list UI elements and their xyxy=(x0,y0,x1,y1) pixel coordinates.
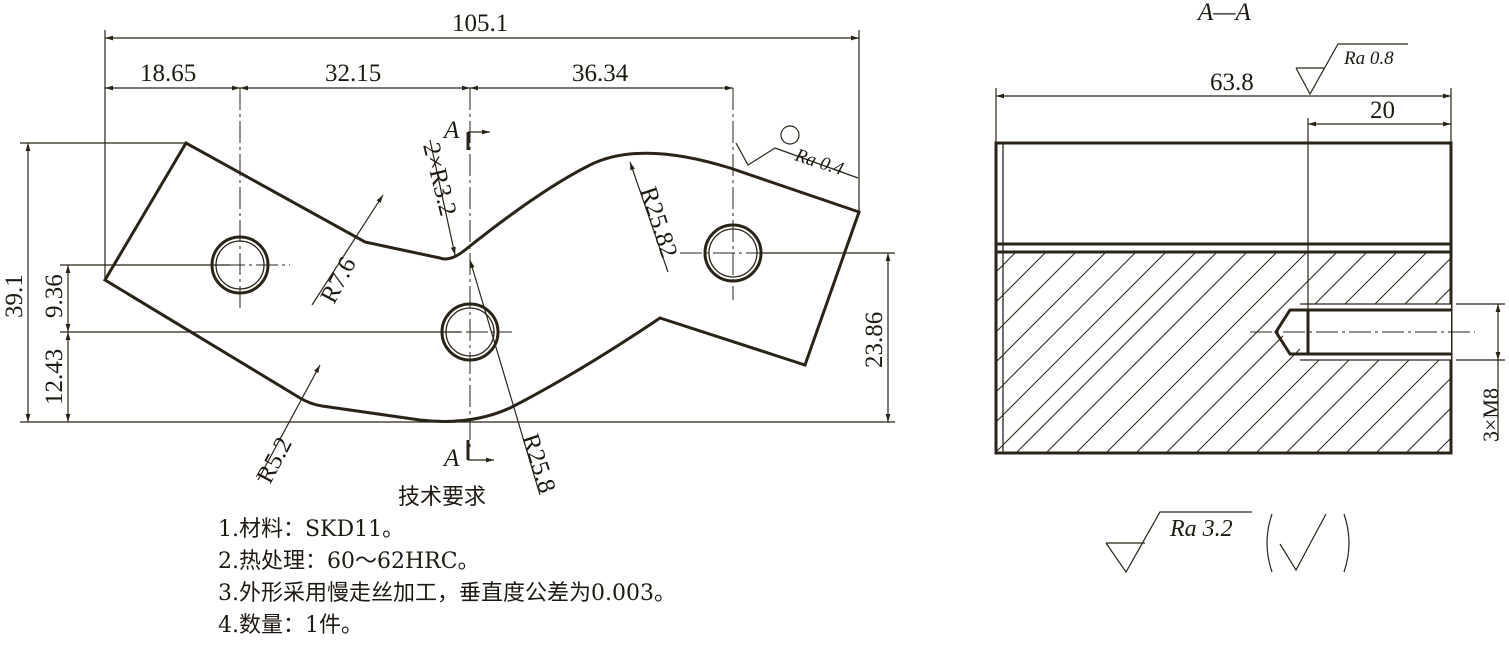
extension-lines xyxy=(20,30,895,423)
dim-seg1: 18.65 xyxy=(140,60,196,87)
threaded-hole xyxy=(1250,303,1475,361)
center-lines xyxy=(190,88,785,450)
section-cut-marks xyxy=(466,129,494,463)
section-title: A—A xyxy=(1196,0,1252,26)
dim-right-height: 23.86 xyxy=(861,312,888,368)
dim-r-corner-top: R7.6 xyxy=(315,253,361,308)
dim-overall-height: 39.1 xyxy=(1,274,28,318)
tech-requirement-item: 1.材料：SKD11。 xyxy=(218,516,405,542)
section-view: A—A xyxy=(994,0,1505,455)
general-surface-finish: Ra 3.2 xyxy=(1105,511,1350,574)
surface-finish-ra04-label: Ra 0.4 xyxy=(792,144,847,180)
section-outline xyxy=(994,141,1453,455)
section-mark-top: A xyxy=(442,117,460,144)
tech-requirement-item: 2.热处理：60～62HRC。 xyxy=(218,548,480,574)
tech-requirements: 技术要求 1.材料：SKD11。 2.热处理：60～62HRC。 3.外形采用慢… xyxy=(218,482,676,641)
dim-seg3: 36.34 xyxy=(572,60,629,87)
dim-h-upper: 9.36 xyxy=(41,274,68,318)
dim-thread: 3×M8 xyxy=(1478,388,1503,442)
surface-finish-symbol-ra08: Ra 0.8 xyxy=(1295,43,1408,96)
tech-requirement-item: 3.外形采用慢走丝加工，垂直度公差为0.003。 xyxy=(218,580,676,606)
dim-seg2: 32.15 xyxy=(325,60,381,87)
dim-depth: 20 xyxy=(1370,97,1395,124)
dim-width: 63.8 xyxy=(1210,69,1254,96)
general-finish-label: Ra 3.2 xyxy=(1169,516,1233,542)
front-view: 105.1 18.65 32.15 36.34 39.1 9.36 12.43 … xyxy=(1,10,895,496)
dim-r-small: 2×R3.2 xyxy=(417,140,461,219)
dim-r-corner-bottom: R5.2 xyxy=(251,433,297,488)
section-mark-bottom: A xyxy=(442,445,460,472)
dim-h-lower: 12.43 xyxy=(41,349,68,405)
surface-finish-ra08-label: Ra 0.8 xyxy=(1343,48,1394,69)
dim-r-arc-top: R25.82 xyxy=(634,184,682,262)
dim-overall-length: 105.1 xyxy=(452,10,508,37)
surface-finish-symbol-ra04 xyxy=(735,125,859,179)
tech-requirements-title: 技术要求 xyxy=(398,485,487,510)
tech-requirement-item: 4.数量：1件。 xyxy=(218,612,363,638)
radius-leaders xyxy=(257,139,669,496)
